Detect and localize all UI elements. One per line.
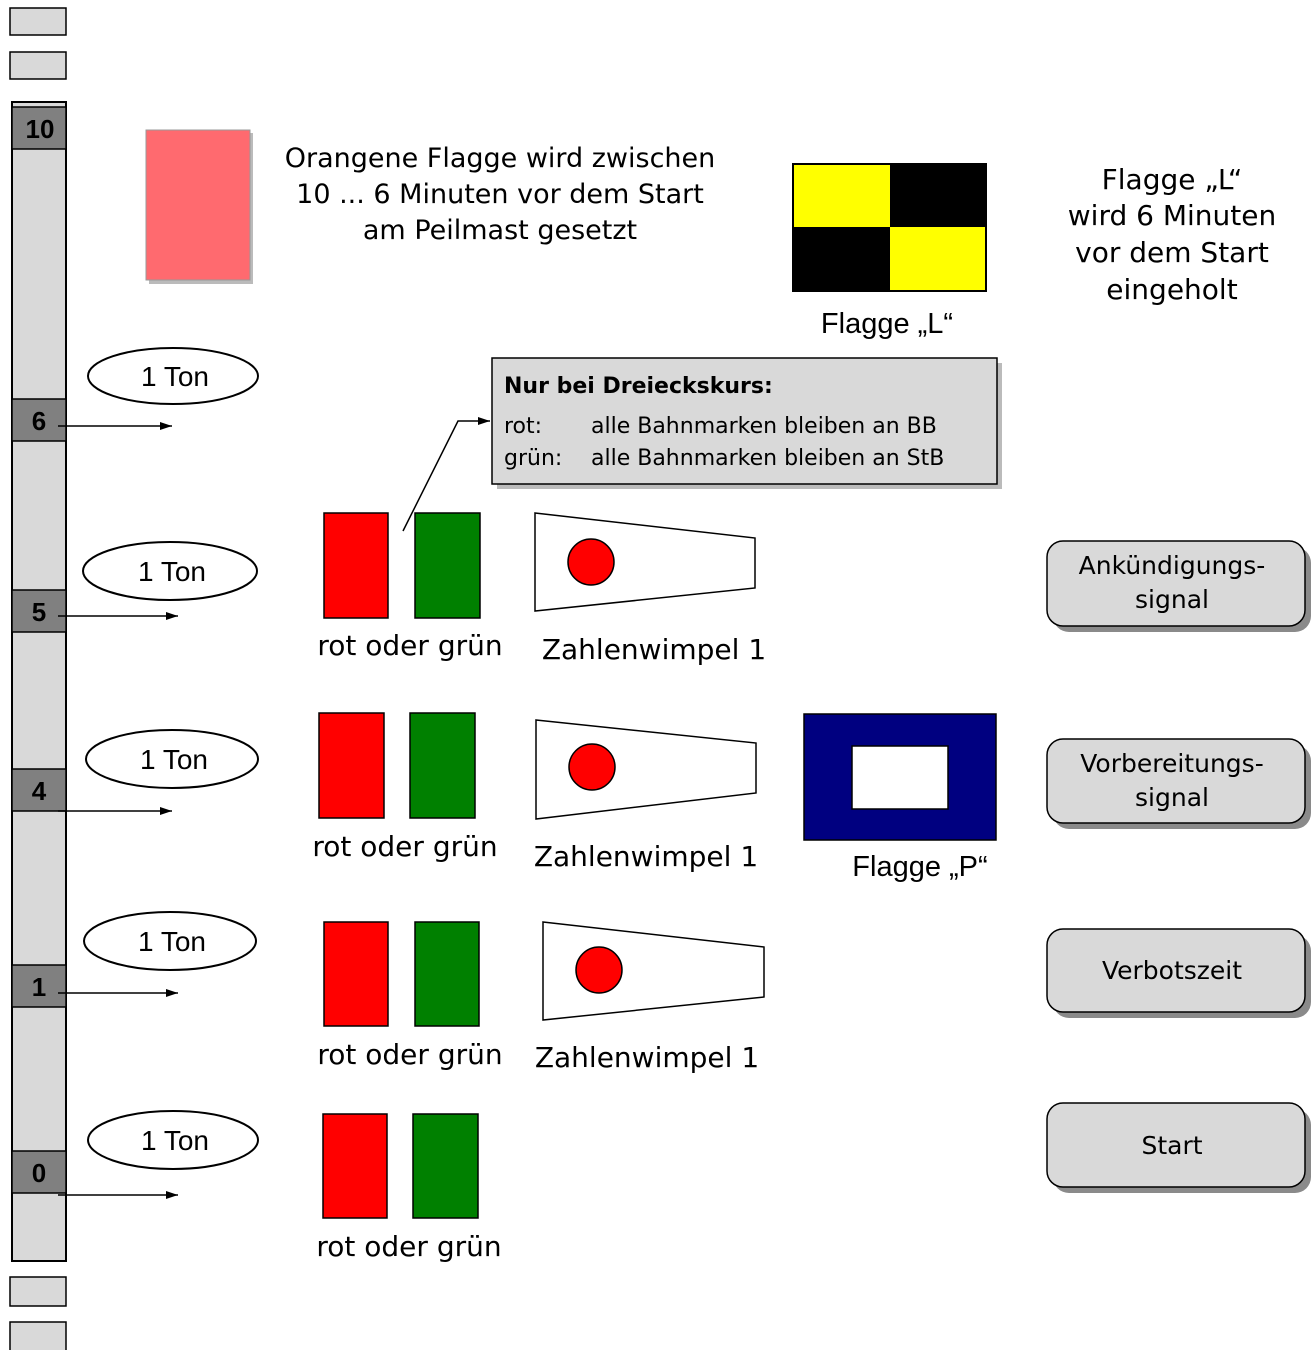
timeline-marker-10: 10 — [11, 106, 67, 150]
timeline-cap-box — [9, 51, 67, 80]
svg-text:0: 0 — [32, 1158, 46, 1188]
color-flags-caption: rot oder grün — [317, 629, 502, 662]
timeline-marker-5: 5 — [11, 589, 67, 633]
color-flags-4 — [318, 712, 476, 819]
pennant-caption: Zahlenwimpel 1 — [542, 633, 766, 666]
pennant-1 — [542, 921, 765, 1021]
info-box-title: Nur bei Dreieckskurs: — [504, 374, 773, 399]
svg-text:10 ... 6 Minuten vor dem Start: 10 ... 6 Minuten vor dem Start — [296, 179, 704, 210]
timeline-marker-0: 0 — [11, 1150, 67, 1194]
info-box-key-red: rot: — [504, 414, 542, 439]
tone-signal-0: 1 Ton — [87, 1110, 259, 1170]
color-flags-5 — [323, 512, 481, 619]
flag-p — [803, 713, 997, 841]
info-box: Nur bei Dreieckskurs: rot: alle Bahnmark… — [491, 357, 1002, 489]
tone-signal-4: 1 Ton — [85, 729, 259, 789]
svg-text:vor dem Start: vor dem Start — [1075, 236, 1269, 269]
timeline-cap-box — [9, 7, 67, 36]
pennant-caption: Zahlenwimpel 1 — [534, 840, 758, 873]
info-box-value-green: alle Bahnmarken bleiben an StB — [591, 446, 944, 471]
pennant-5 — [534, 512, 756, 612]
svg-text:Orangene Flagge wird zwischen: Orangene Flagge wird zwischen — [285, 143, 716, 174]
callout-line — [402, 417, 490, 532]
svg-text:eingeholt: eingeholt — [1106, 273, 1237, 306]
color-flags-1 — [323, 921, 480, 1027]
flag-l-note: Flagge „L“ wird 6 Minuten vor dem Start … — [1068, 163, 1276, 306]
svg-text:am Peilmast gesetzt: am Peilmast gesetzt — [363, 215, 637, 246]
signal-box-start: Start — [1046, 1102, 1311, 1193]
orange-flag-description: Orangene Flagge wird zwischen 10 ... 6 M… — [285, 143, 716, 246]
svg-text:6: 6 — [32, 406, 46, 436]
orange-flag — [145, 129, 251, 281]
svg-text:wird 6 Minuten: wird 6 Minuten — [1068, 199, 1276, 232]
tone-signal-5: 1 Ton — [82, 541, 258, 601]
flag-l-caption: Flagge „L“ — [821, 308, 953, 340]
color-flags-caption: rot oder grün — [316, 1230, 501, 1263]
svg-text:1 Ton: 1 Ton — [141, 361, 209, 392]
tone-signal-6: 1 Ton — [87, 347, 259, 405]
svg-text:1: 1 — [32, 972, 46, 1002]
signal-box-announcement: Ankündigungs- signal — [1046, 540, 1311, 632]
svg-text:1 Ton: 1 Ton — [141, 1125, 209, 1156]
svg-text:Vorbereitungs-: Vorbereitungs- — [1080, 749, 1263, 778]
color-flags-caption: rot oder grün — [312, 830, 497, 863]
timeline-marker-4: 4 — [11, 768, 67, 812]
timeline-cap-box — [9, 1276, 67, 1307]
timeline-marker-1: 1 — [11, 964, 67, 1008]
svg-text:1 Ton: 1 Ton — [138, 556, 206, 587]
signal-box-prohibited-time: Verbotszeit — [1046, 928, 1311, 1018]
timeline-marker-6: 6 — [11, 398, 67, 442]
svg-text:signal: signal — [1135, 783, 1209, 812]
svg-text:Flagge „L“: Flagge „L“ — [1102, 163, 1243, 196]
pennant-caption: Zahlenwimpel 1 — [535, 1041, 759, 1074]
tone-signal-1: 1 Ton — [83, 911, 257, 971]
info-box-value-red: alle Bahnmarken bleiben an BB — [591, 414, 937, 439]
svg-text:10: 10 — [26, 114, 55, 144]
svg-text:1 Ton: 1 Ton — [140, 744, 208, 775]
svg-text:5: 5 — [32, 597, 46, 627]
flag-l — [792, 163, 987, 292]
svg-text:Ankündigungs-: Ankündigungs- — [1079, 551, 1266, 580]
svg-text:4: 4 — [32, 776, 47, 806]
flag-p-caption: Flagge „P“ — [852, 851, 987, 883]
svg-text:Verbotszeit: Verbotszeit — [1102, 956, 1242, 985]
color-flags-0 — [322, 1113, 479, 1219]
pennant-4 — [535, 719, 757, 820]
color-flags-caption: rot oder grün — [317, 1038, 502, 1071]
svg-text:Start: Start — [1141, 1131, 1202, 1160]
timeline-cap-box — [9, 1321, 67, 1350]
timeline-bar — [11, 101, 67, 1262]
signal-box-preparatory: Vorbereitungs- signal — [1046, 738, 1311, 829]
info-box-key-green: grün: — [504, 446, 562, 471]
svg-text:1 Ton: 1 Ton — [138, 926, 206, 957]
svg-text:signal: signal — [1135, 585, 1209, 614]
